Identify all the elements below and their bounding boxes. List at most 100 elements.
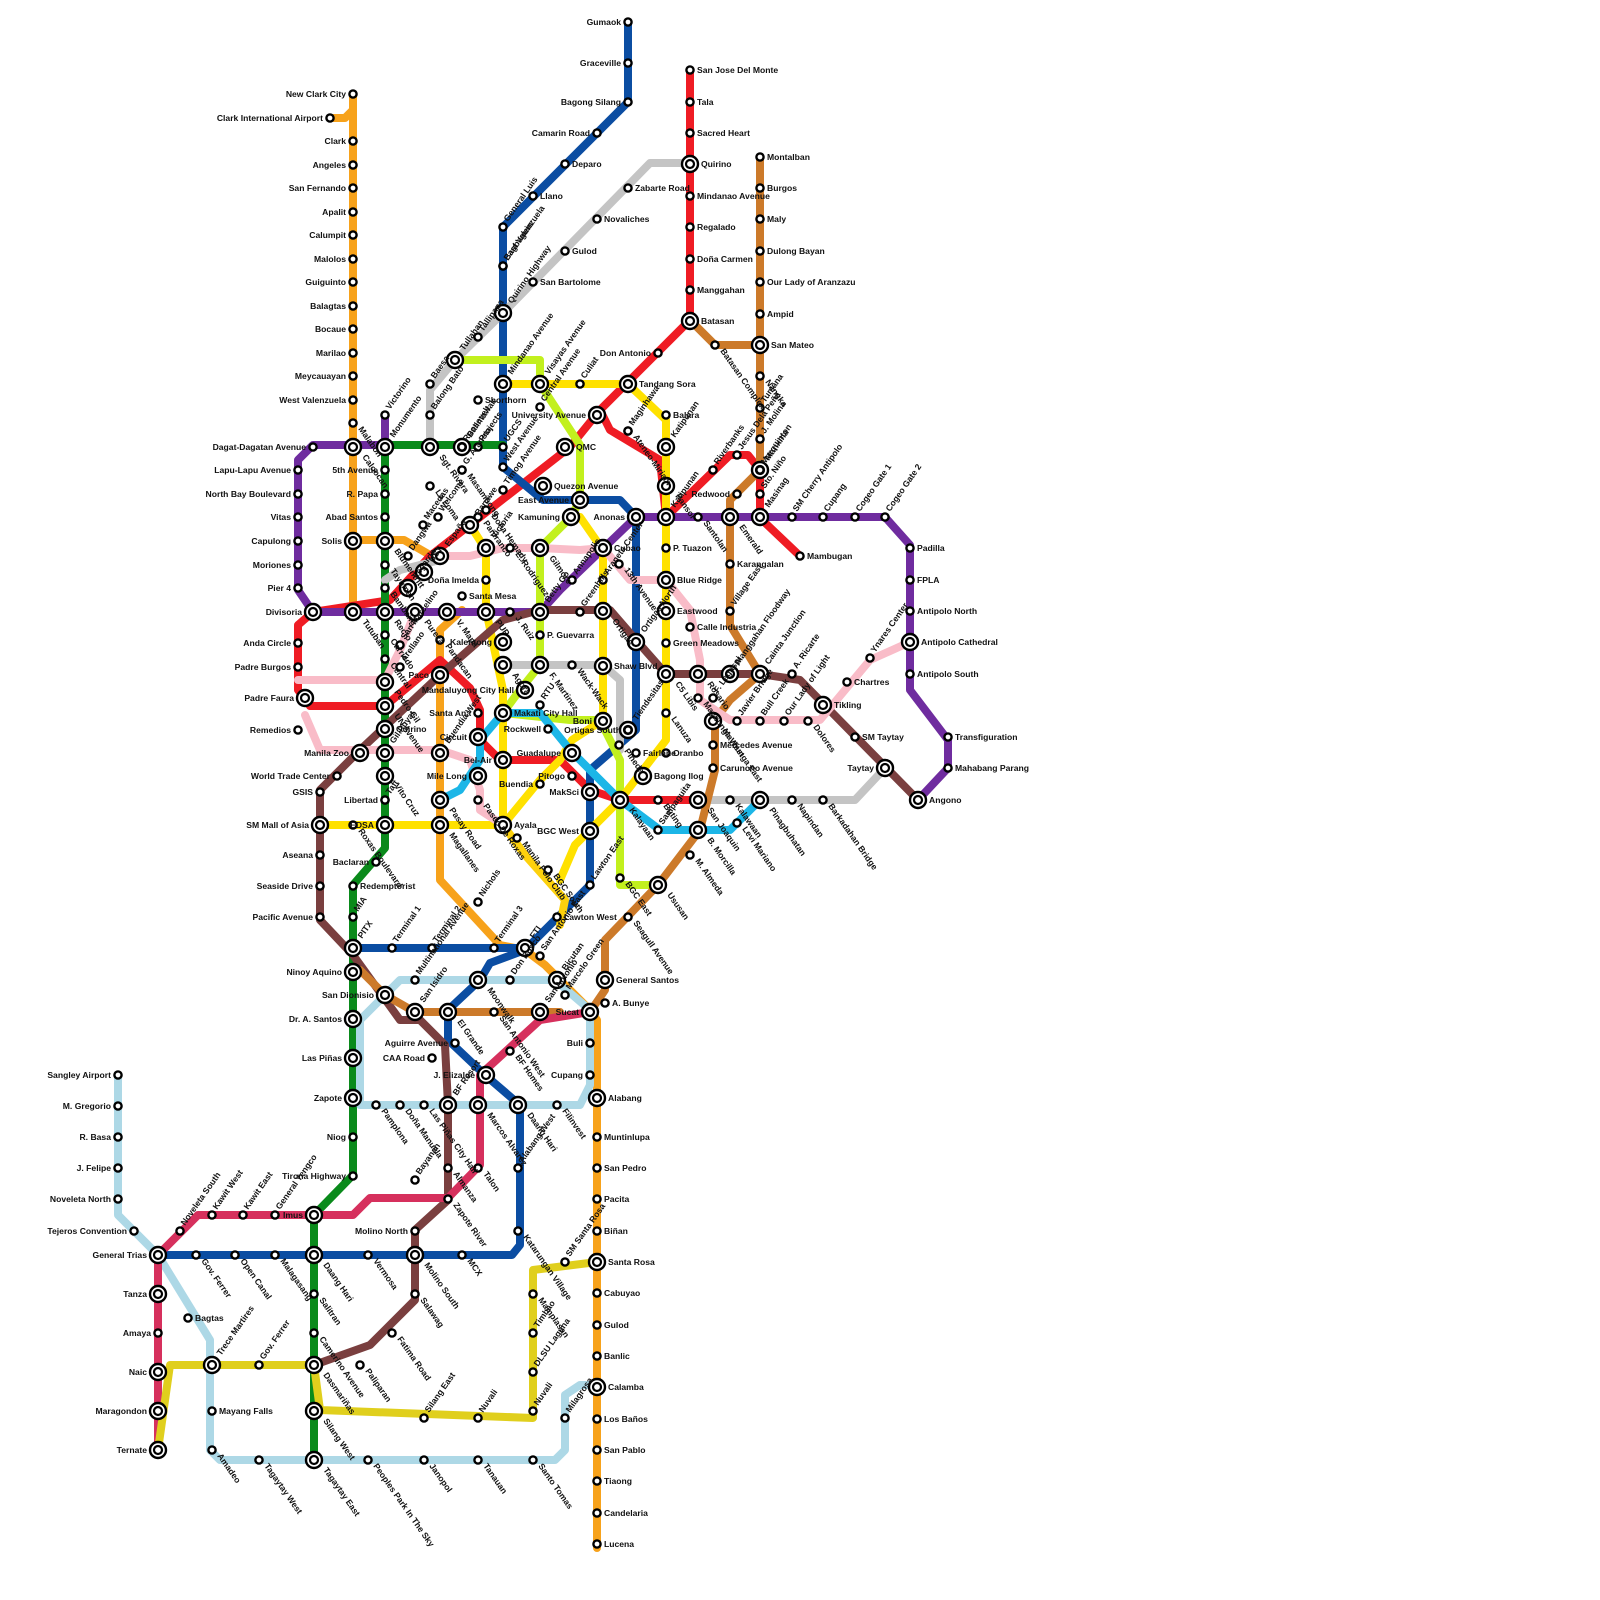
interchange-station-marker[interactable] (597, 972, 613, 988)
station-marker[interactable] (451, 1039, 458, 1046)
interchange-station-marker[interactable] (752, 337, 768, 353)
interchange-station-marker[interactable] (150, 1286, 166, 1302)
interchange-station-marker[interactable] (595, 603, 611, 619)
station-marker[interactable] (444, 1195, 451, 1202)
station-marker[interactable] (349, 372, 356, 379)
station-marker[interactable] (593, 1509, 600, 1516)
station-marker[interactable] (593, 1477, 600, 1484)
interchange-station-marker[interactable] (589, 1254, 605, 1270)
interchange-station-marker[interactable] (682, 313, 698, 329)
interchange-station-marker[interactable] (589, 407, 605, 423)
station-marker[interactable] (474, 1414, 481, 1421)
station-marker[interactable] (944, 764, 951, 771)
station-marker[interactable] (733, 819, 740, 826)
interchange-station-marker[interactable] (658, 439, 674, 455)
interchange-station-marker[interactable] (470, 972, 486, 988)
station-marker[interactable] (428, 1054, 435, 1061)
station-marker[interactable] (316, 913, 323, 920)
station-marker[interactable] (624, 18, 631, 25)
station-marker[interactable] (624, 427, 631, 434)
station-marker[interactable] (130, 1227, 137, 1234)
station-marker[interactable] (624, 59, 631, 66)
station-marker[interactable] (593, 1289, 600, 1296)
interchange-station-marker[interactable] (150, 1364, 166, 1380)
station-marker[interactable] (662, 411, 669, 418)
interchange-station-marker[interactable] (312, 817, 328, 833)
station-marker[interactable] (593, 1195, 600, 1202)
station-marker[interactable] (499, 463, 506, 470)
interchange-station-marker[interactable] (722, 509, 738, 525)
station-marker[interactable] (349, 882, 356, 889)
interchange-station-marker[interactable] (470, 729, 486, 745)
interchange-station-marker[interactable] (495, 705, 511, 721)
station-marker[interactable] (756, 278, 763, 285)
interchange-station-marker[interactable] (620, 376, 636, 392)
station-marker[interactable] (536, 952, 543, 959)
station-marker[interactable] (316, 882, 323, 889)
station-marker[interactable] (349, 1172, 356, 1179)
station-marker[interactable] (686, 192, 693, 199)
station-marker[interactable] (114, 1195, 121, 1202)
interchange-station-marker[interactable] (345, 1050, 361, 1066)
interchange-station-marker[interactable] (815, 697, 831, 713)
station-marker[interactable] (474, 709, 481, 716)
station-marker[interactable] (372, 1101, 379, 1108)
station-marker[interactable] (709, 764, 716, 771)
interchange-station-marker[interactable] (377, 604, 393, 620)
station-marker[interactable] (616, 874, 623, 881)
station-marker[interactable] (474, 1456, 481, 1463)
station-marker[interactable] (756, 153, 763, 160)
station-marker[interactable] (709, 741, 716, 748)
station-marker[interactable] (686, 851, 693, 858)
station-marker[interactable] (114, 1071, 121, 1078)
interchange-station-marker[interactable] (478, 540, 494, 556)
station-marker[interactable] (586, 1039, 593, 1046)
station-marker[interactable] (851, 733, 858, 740)
interchange-station-marker[interactable] (495, 376, 511, 392)
interchange-station-marker[interactable] (495, 752, 511, 768)
station-marker[interactable] (686, 66, 693, 73)
station-marker[interactable] (711, 341, 718, 348)
station-marker[interactable] (686, 98, 693, 105)
interchange-station-marker[interactable] (345, 1090, 361, 1106)
station-marker[interactable] (474, 796, 481, 803)
station-marker[interactable] (726, 796, 733, 803)
interchange-station-marker[interactable] (377, 533, 393, 549)
station-marker[interactable] (686, 623, 693, 630)
station-marker[interactable] (843, 678, 850, 685)
interchange-station-marker[interactable] (306, 1207, 322, 1223)
interchange-station-marker[interactable] (306, 1452, 322, 1468)
station-marker[interactable] (561, 991, 568, 998)
station-marker[interactable] (255, 1361, 262, 1368)
station-marker[interactable] (349, 137, 356, 144)
station-marker[interactable] (568, 661, 575, 668)
station-marker[interactable] (593, 1321, 600, 1328)
station-marker[interactable] (349, 325, 356, 332)
station-marker[interactable] (434, 513, 441, 520)
interchange-station-marker[interactable] (297, 690, 313, 706)
station-marker[interactable] (458, 443, 465, 450)
interchange-station-marker[interactable] (377, 698, 393, 714)
station-marker[interactable] (788, 796, 795, 803)
station-marker[interactable] (333, 772, 340, 779)
station-marker[interactable] (388, 944, 395, 951)
station-marker[interactable] (624, 726, 631, 733)
station-marker[interactable] (364, 1251, 371, 1258)
station-marker[interactable] (349, 278, 356, 285)
interchange-station-marker[interactable] (595, 658, 611, 674)
station-marker[interactable] (593, 1540, 600, 1547)
station-marker[interactable] (593, 129, 600, 136)
station-marker[interactable] (420, 1414, 427, 1421)
interchange-station-marker[interactable] (682, 156, 698, 172)
station-marker[interactable] (756, 717, 763, 724)
interchange-station-marker[interactable] (407, 1247, 423, 1263)
station-marker[interactable] (381, 655, 388, 662)
station-marker[interactable] (349, 231, 356, 238)
station-marker[interactable] (593, 1415, 600, 1422)
station-marker[interactable] (576, 608, 583, 615)
station-marker[interactable] (426, 411, 433, 418)
station-marker[interactable] (593, 1133, 600, 1140)
station-marker[interactable] (686, 223, 693, 230)
station-marker[interactable] (154, 1329, 161, 1336)
station-marker[interactable] (349, 419, 356, 426)
